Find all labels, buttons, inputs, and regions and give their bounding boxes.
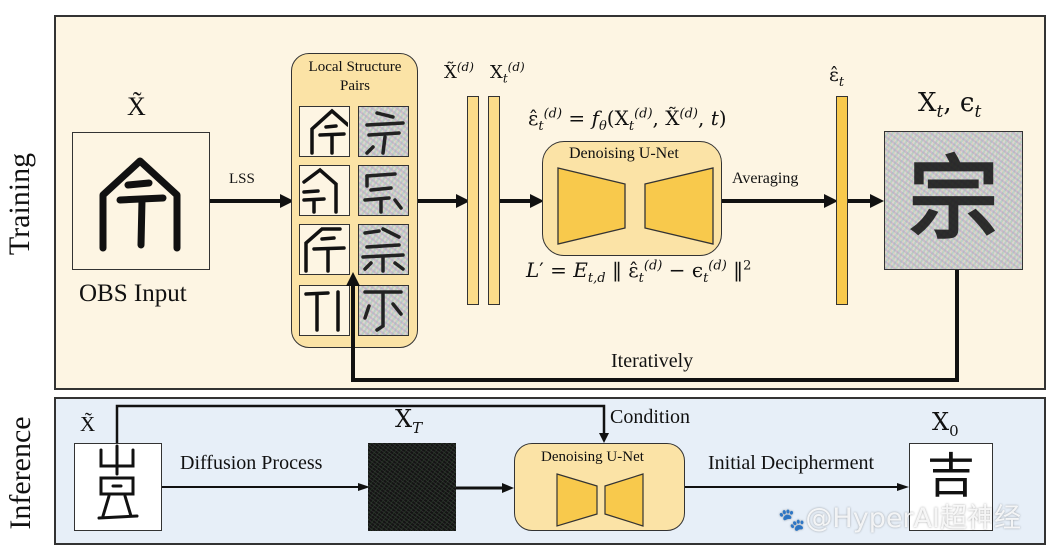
pair-obs-3 bbox=[299, 224, 350, 275]
eps-to-output-arrow bbox=[848, 194, 884, 208]
pair-noisy-2 bbox=[358, 165, 409, 216]
formula-bottom: L′ = Et,d ‖ ε̂t(d) − ϵt(d) ‖2 bbox=[526, 258, 752, 286]
watermark: 🐾@HyperAI超神经 bbox=[778, 496, 1021, 535]
decipher-arrow bbox=[685, 483, 909, 491]
x0-glyph: 吉 bbox=[926, 448, 975, 504]
pair-noisy-4 bbox=[358, 285, 409, 336]
inference-unet-label: Denoising U-Net bbox=[541, 449, 644, 465]
bars-to-unet-arrow bbox=[500, 194, 544, 208]
feature-bar-xtd bbox=[488, 96, 500, 305]
obs-glyph-icon bbox=[99, 157, 181, 252]
inference-unet-trapezoids-icon bbox=[556, 473, 644, 527]
inference-unet-box bbox=[514, 443, 685, 531]
bar-label-xd: X̃(d) bbox=[444, 60, 474, 83]
training-side-label: Training bbox=[3, 152, 36, 256]
xT-to-unet-arrow bbox=[456, 483, 514, 493]
eps-hat-label: ε̂t bbox=[829, 64, 845, 90]
feature-bar-xd bbox=[467, 96, 479, 305]
input-symbol: X̃ bbox=[127, 92, 146, 121]
inference-side-label: Inference bbox=[4, 416, 37, 530]
condition-arrow bbox=[115, 404, 609, 443]
paw-icon: 🐾 bbox=[778, 508, 806, 533]
pair-obs-1 bbox=[299, 106, 350, 157]
pair-noisy-1 bbox=[358, 106, 409, 157]
decipher-label: Initial Decipherment bbox=[708, 452, 875, 474]
lss-label: LSS bbox=[229, 171, 255, 187]
x0-output-image bbox=[909, 443, 993, 531]
obs-input-caption: OBS Input bbox=[79, 280, 187, 307]
formula-top: ε̂t(d) = fθ(Xt(d), X̃(d), t) bbox=[528, 106, 727, 134]
condition-label: Condition bbox=[610, 406, 691, 428]
output-label: Xt, ϵt bbox=[918, 88, 982, 123]
pair-obs-2 bbox=[299, 165, 350, 216]
lsp-to-bars-arrow bbox=[418, 194, 470, 208]
diffusion-label: Diffusion Process bbox=[180, 452, 323, 474]
obs-input-image bbox=[72, 132, 210, 270]
xT-label: XT bbox=[395, 405, 423, 437]
inference-input-image bbox=[74, 443, 162, 531]
watermark-text: @HyperAI超神经 bbox=[805, 503, 1021, 534]
xT-noise-image bbox=[368, 443, 456, 531]
pair-obs-4 bbox=[299, 285, 350, 336]
output-noisy-image bbox=[884, 131, 1023, 270]
x0-label: X0 bbox=[932, 408, 959, 440]
bar-label-xtd: Xt(d) bbox=[490, 60, 525, 86]
eps-hat-bar bbox=[836, 96, 848, 305]
lss-arrow bbox=[210, 194, 294, 208]
averaging-label: Averaging bbox=[732, 170, 799, 187]
inference-obs-glyph-icon bbox=[97, 444, 139, 520]
diffusion-arrow bbox=[162, 483, 370, 491]
output-glyph: 宗 bbox=[908, 147, 999, 252]
local-structure-title: Local Structure Pairs bbox=[308, 59, 402, 94]
averaging-arrow bbox=[722, 194, 838, 208]
iteratively-label: Iteratively bbox=[611, 350, 694, 372]
iterative-loop-arrow bbox=[346, 270, 959, 382]
pair-noisy-3 bbox=[358, 224, 409, 275]
training-unet-label: Denoising U-Net bbox=[569, 145, 679, 162]
training-unet-trapezoids-icon bbox=[557, 167, 714, 245]
inference-input-symbol: X̃ bbox=[80, 412, 96, 436]
